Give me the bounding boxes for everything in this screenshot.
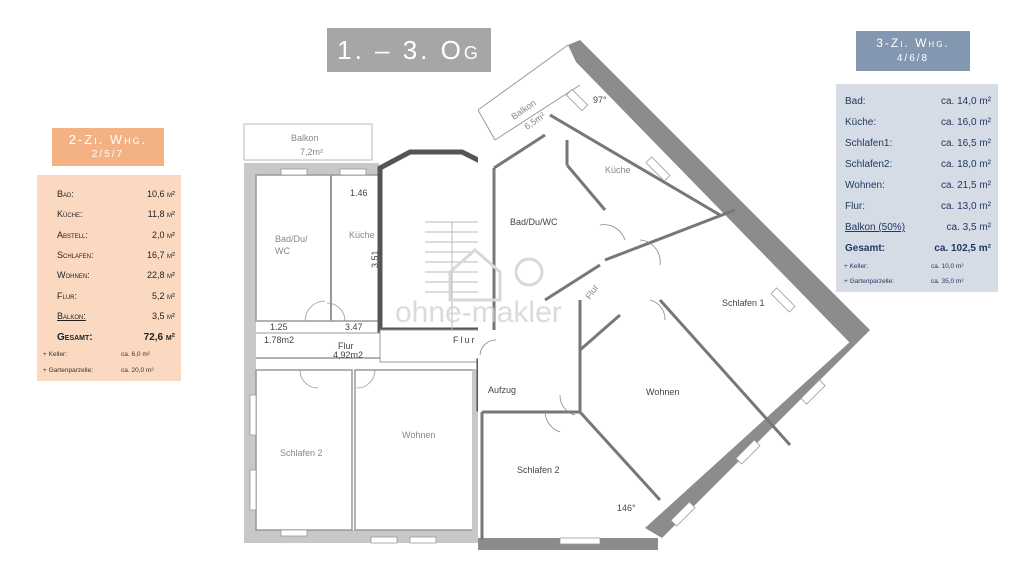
right-unit-title-box: 3-Zi. Whg. 4/6/8 [856, 31, 970, 71]
label-left-wohnen: Wohnen [402, 430, 435, 440]
left-unit-title: 2-Zi. Whg. [68, 132, 148, 147]
left-extra-garten-label: + Gartenparzelle: [43, 367, 94, 374]
label-left-balkon: Balkon [291, 133, 319, 143]
right-row-wohnen: Wohnen:ca. 21,5 m² [845, 180, 991, 191]
left-unit-area-table: Bad:10,6 m² Küche:11,8 m² Abstell:2,0 m²… [37, 175, 181, 381]
left-row-wohnen: Wohnen:22,8 m² [57, 270, 175, 280]
left-row-kueche: Küche:11,8 m² [57, 209, 175, 219]
label-stair-flur: Flur [453, 335, 477, 345]
angle-97: 97° [593, 95, 607, 105]
right-windows [559, 88, 826, 545]
floor-title: 1. – 3. Og [327, 28, 491, 72]
label-left-schlafen: Schlafen 2 [280, 448, 323, 458]
left-unit-subtitle: 2/5/7 [91, 149, 125, 160]
label-aufzug: Aufzug [488, 385, 516, 395]
left-row-balkon: Balkon:3,5 m² [57, 311, 175, 321]
label-left-bad: Bad/Du/ [275, 234, 308, 244]
dim-351: 3.51 [370, 250, 380, 268]
left-row-abstell: Abstell:2,0 m² [57, 230, 175, 240]
label-right-wohnen: Wohnen [646, 387, 679, 397]
right-unit-subtitle: 4/6/8 [896, 53, 930, 64]
right-row-bad: Bad:ca. 14,0 m² [845, 96, 991, 107]
right-extra-keller-label: + Keller: [844, 263, 869, 270]
label-left-bad2: WC [275, 246, 290, 256]
label-left-balkon-area: 7,2m² [300, 147, 323, 157]
left-unit-title-box: 2-Zi. Whg. 2/5/7 [52, 128, 164, 166]
dim-146: 1.46 [350, 188, 368, 198]
left-windows [249, 168, 437, 544]
label-left-kueche: Küche [349, 230, 375, 240]
label-right-kueche: Küche [605, 165, 631, 175]
right-extra-keller-value: ca. 10,0 m² [931, 263, 964, 270]
right-door-swings [479, 224, 666, 433]
dim-125: 1.25 [270, 322, 288, 332]
dim-178: 1.78m2 [264, 335, 294, 345]
right-row-schlafen1: Schlafen1:ca. 16,5 m² [845, 138, 991, 149]
left-extra-keller-label: + Keller: [43, 351, 68, 358]
label-left-flur: Flur [338, 341, 354, 351]
left-row-schlafen: Schlafen:16,7 m² [57, 250, 175, 260]
left-row-total: Gesamt:72,6 m² [57, 332, 175, 343]
right-row-balkon: Balkon (50%)ca. 3,5 m² [845, 222, 991, 233]
right-row-schlafen2: Schlafen2:ca. 18,0 m² [845, 159, 991, 170]
left-apartment-walls [243, 123, 482, 543]
right-extra-garten-label: + Gartenparzelle: [844, 278, 895, 285]
right-extra-garten-value: ca. 35,0 m² [931, 278, 964, 285]
left-row-bad: Bad:10,6 m² [57, 189, 175, 199]
watermark-logo: ohne-makler [395, 248, 562, 329]
dim-347: 3.47 [345, 322, 363, 332]
angle-146: 146° [617, 503, 636, 513]
left-extra-garten-value: ca. 20,0 m² [121, 367, 154, 374]
label-right-schlafen1: Schlafen 1 [722, 298, 765, 308]
right-apartment-walls [477, 40, 870, 553]
left-row-flur: Flur:5,2 m² [57, 291, 175, 301]
right-unit-area-table: Bad:ca. 14,0 m² Küche:ca. 16,0 m² Schlaf… [836, 84, 998, 292]
label-right-bad: Bad/Du/WC [510, 217, 558, 227]
watermark-text: ohne-makler [395, 296, 562, 329]
left-extra-keller-value: ca. 6,0 m² [121, 351, 150, 358]
right-row-total: Gesamt:ca. 102,5 m² [845, 243, 991, 254]
right-row-flur: Flur:ca. 13,0 m² [845, 201, 991, 212]
label-right-schlafen2: Schlafen 2 [517, 465, 560, 475]
label-left-flur-area: 4,92m2 [333, 350, 363, 360]
right-row-kueche: Küche:ca. 16,0 m² [845, 117, 991, 128]
right-unit-title: 3-Zi. Whg. [876, 36, 950, 50]
